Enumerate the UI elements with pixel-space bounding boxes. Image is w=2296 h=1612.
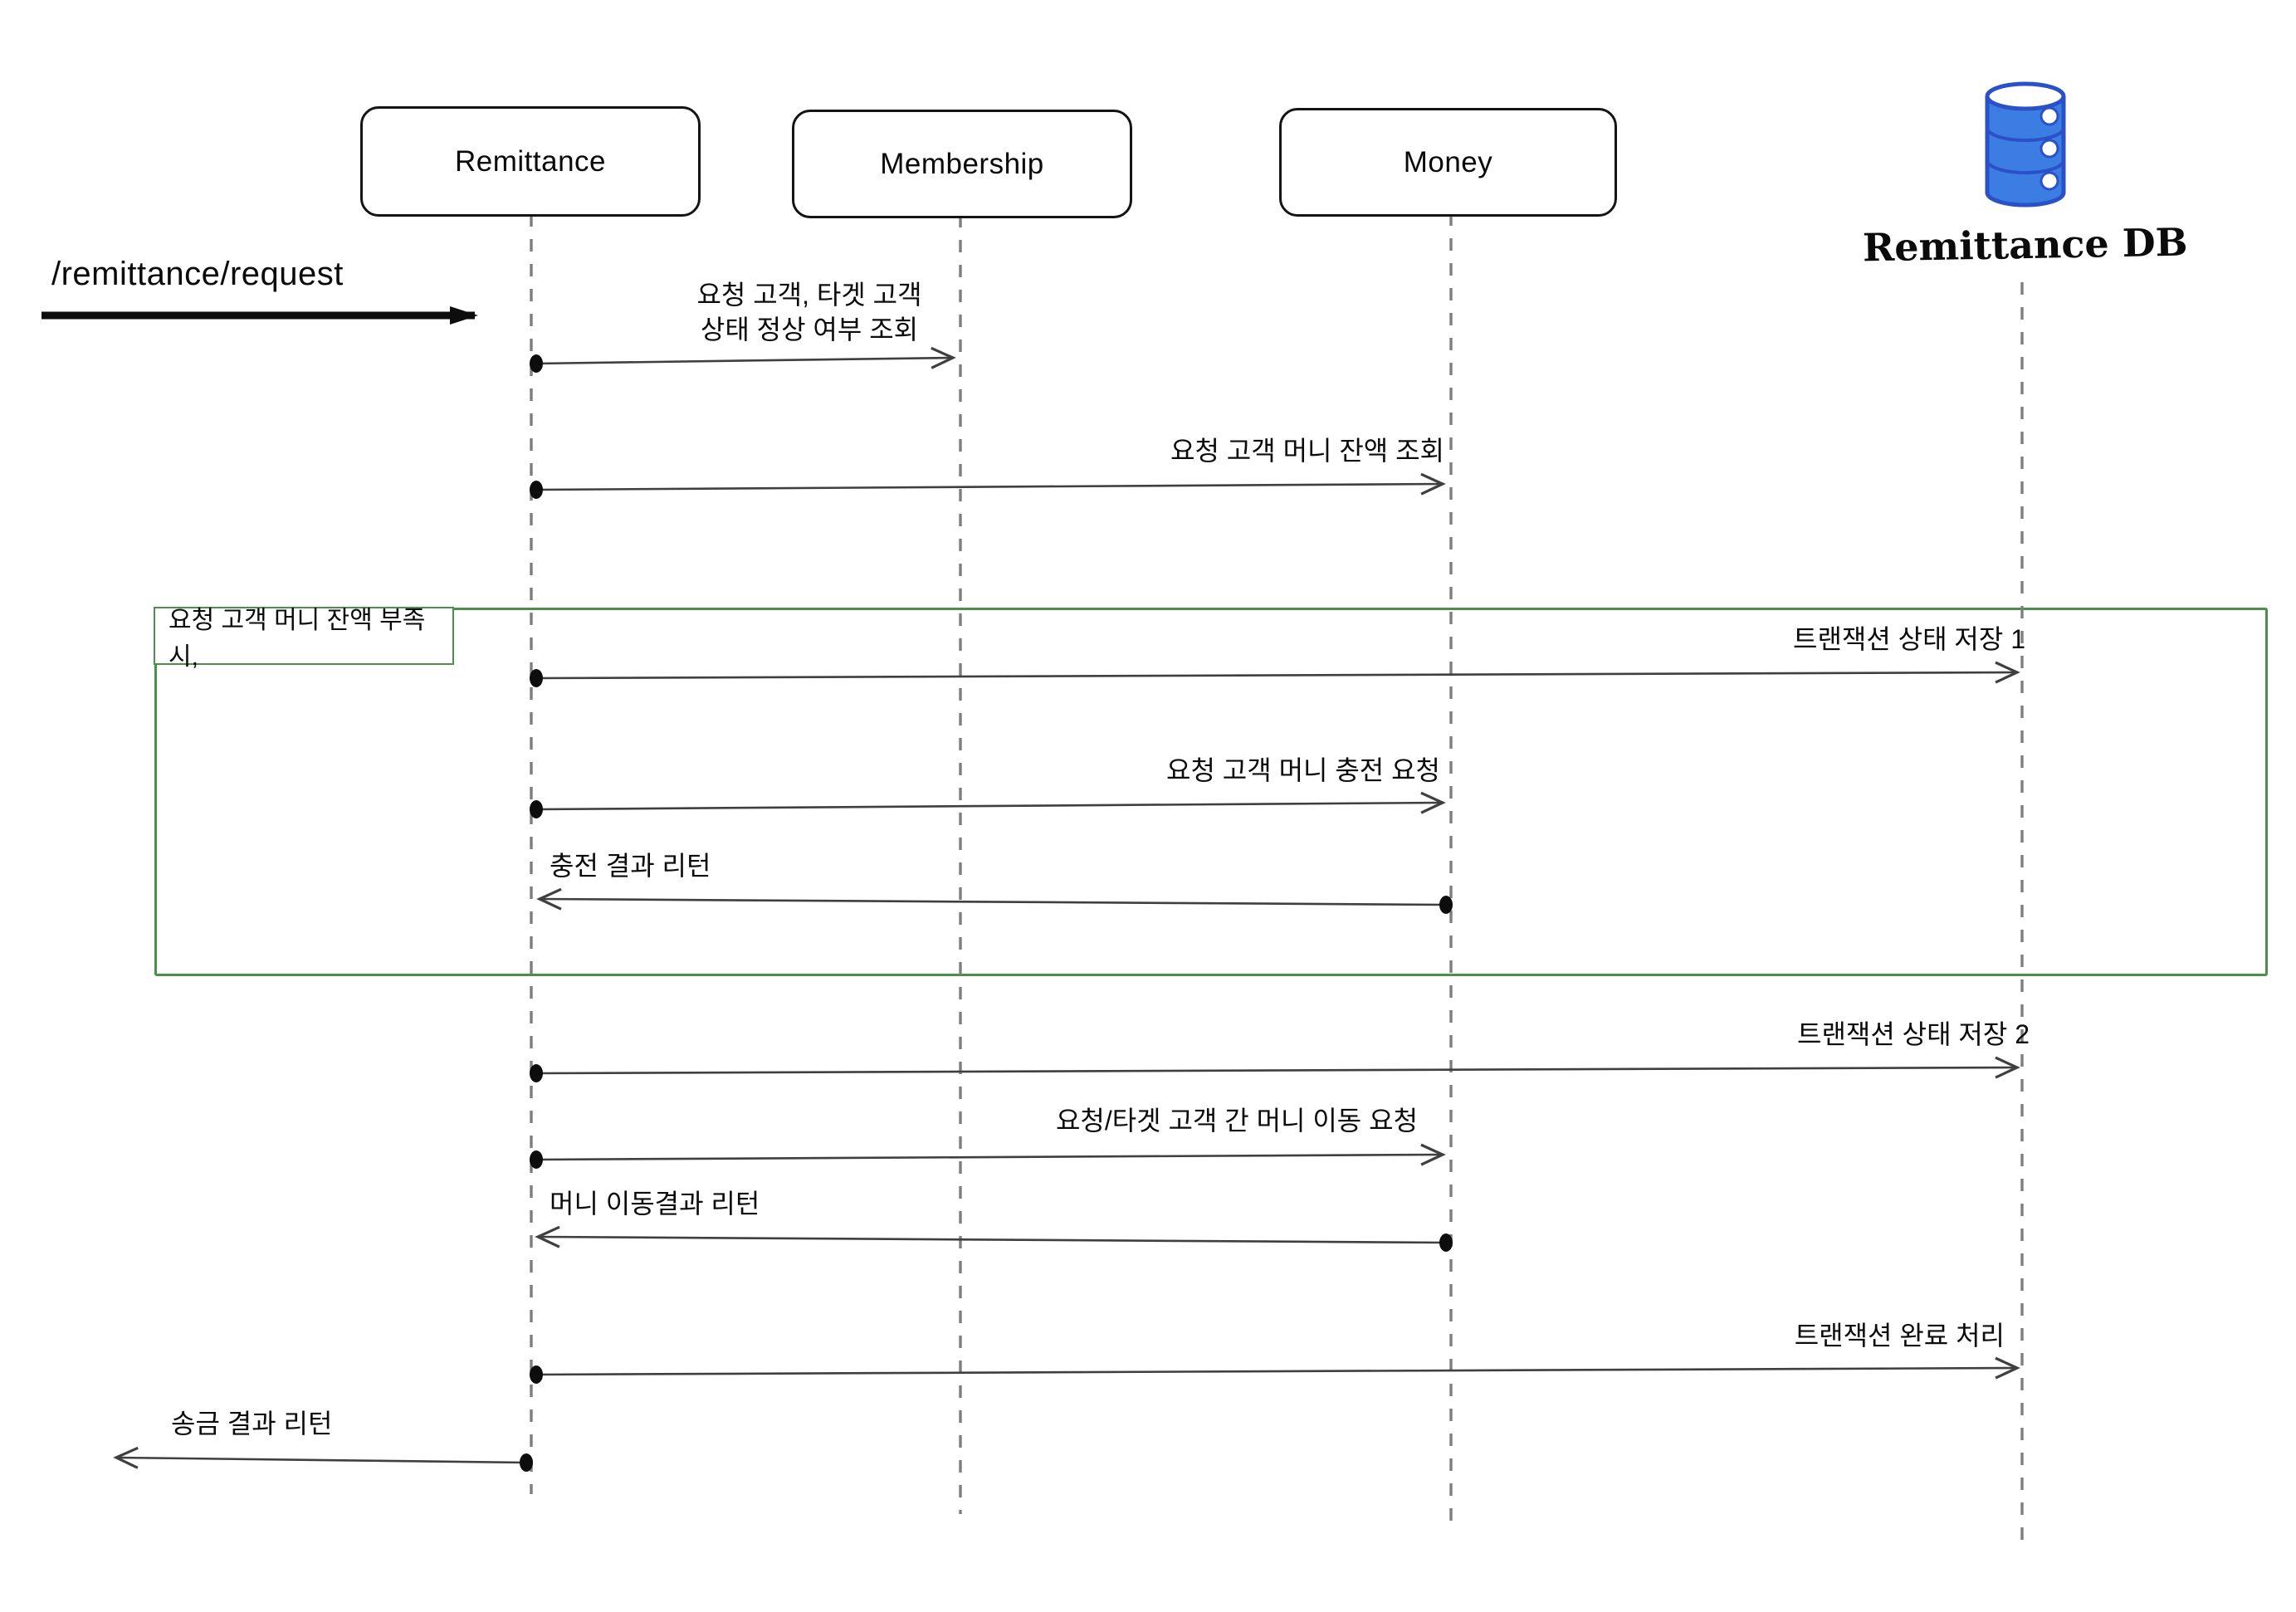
message-label: 트랜잭션 상태 저장 1 — [1793, 624, 2025, 654]
message-dot — [530, 800, 543, 818]
message-dot — [1439, 1233, 1453, 1252]
database-node: Remittance DB — [1863, 80, 2188, 270]
message-dot — [530, 1150, 543, 1169]
database-label: Remittance DB — [1862, 219, 2189, 271]
message-label: 머니 이동결과 리턴 — [550, 1189, 760, 1219]
database-cylinder-icon — [1985, 81, 2066, 208]
actor-label: Money — [1403, 145, 1493, 178]
message-label: 요청 고객 머니 잔액 조회 — [1170, 436, 1444, 466]
message-label: 트랜잭션 상태 저장 2 — [1797, 1019, 2030, 1049]
message-arrow-1 — [535, 346, 956, 369]
actor-box-membership: Membership — [792, 110, 1132, 218]
actor-label: Membership — [880, 147, 1044, 180]
message-arrow-8 — [535, 1225, 1447, 1248]
message-label: 요청 고객, 타겟 고객 상태 정상 여부 조회 — [696, 280, 922, 344]
message-arrow-9 — [535, 1356, 2020, 1380]
message-label: 충전 결과 리턴 — [550, 851, 711, 881]
message-arrow-2 — [535, 472, 1446, 496]
message-arrow-4 — [535, 791, 1446, 814]
message-dot — [530, 1365, 543, 1384]
message-arrow-7 — [535, 1143, 1446, 1166]
message-dot — [520, 1453, 533, 1472]
message-arrow-10 — [113, 1446, 527, 1469]
message-arrow-3 — [535, 661, 2020, 684]
message-dot — [530, 481, 543, 499]
message-dot — [530, 354, 543, 373]
message-arrow-6 — [535, 1056, 2020, 1079]
message-dot — [530, 669, 543, 687]
message-label: 요청 고객 머니 충전 요청 — [1166, 755, 1440, 785]
actor-box-remittance: Remittance — [360, 106, 701, 217]
message-label: 송금 결과 리턴 — [171, 1409, 333, 1439]
actor-box-money: Money — [1279, 108, 1617, 217]
actor-label: Remittance — [454, 144, 607, 178]
message-label: 요청/타겟 고객 간 머니 이동 요청 — [1055, 1106, 1419, 1136]
message-dot — [530, 1064, 543, 1082]
condition-frame — [154, 608, 2268, 976]
message-dot — [1439, 896, 1453, 914]
entry-request-label: /remittance/request — [51, 256, 344, 292]
message-label: 트랜잭션 완료 처리 — [1794, 1321, 2005, 1351]
condition-frame-label: 요청 고객 머니 잔액 부족시, — [154, 607, 454, 671]
message-arrow-5 — [536, 887, 1447, 911]
